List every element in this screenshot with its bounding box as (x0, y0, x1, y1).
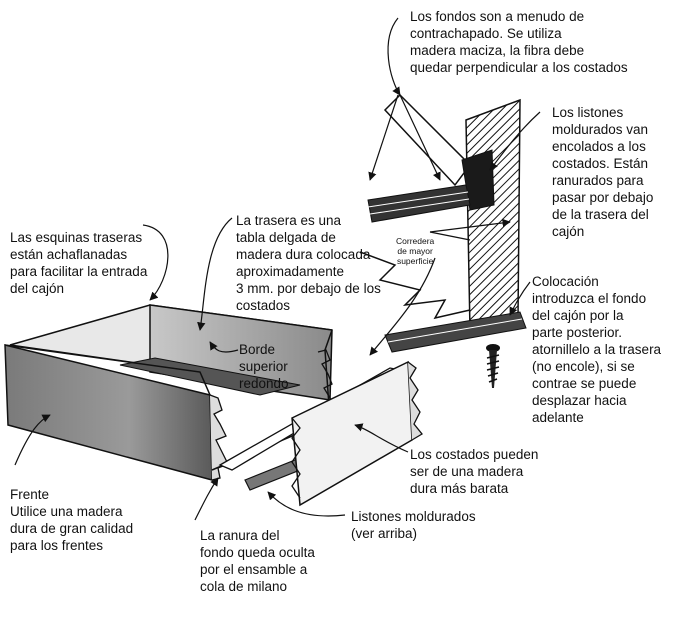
label-esquinas-traseras: Las esquinas traseras están achaflanadas… (10, 230, 148, 296)
label-ranura: La ranura del fondo queda oculta por el … (200, 528, 315, 594)
label-listones-ver-arriba: Listones moldurados (ver arriba) (351, 509, 476, 541)
label-listones-moldurados: Los listones moldurados van encolados a … (552, 105, 654, 239)
side-board-dovetails (407, 361, 423, 441)
drawer-assembly (4, 304, 423, 507)
label-colocacion: Colocación introduzca el fondo del cajón… (532, 274, 662, 425)
label-fondos: Los fondos son a menudo de contrachapado… (410, 9, 628, 75)
label-corredera: Corredera de mayor superficie (396, 236, 435, 266)
rear-dovetails (317, 349, 333, 406)
leader-lines (14, 17, 541, 521)
side-board-section (465, 98, 521, 331)
section-detail (359, 93, 527, 388)
screw-icon (486, 344, 500, 388)
runner-section (384, 311, 527, 353)
label-frente: Frente Utilice una madera dura de gran c… (10, 487, 134, 553)
label-trasera: La trasera es una tabla delgada de mader… (236, 213, 381, 313)
label-borde-superior: Borde superior redondo (239, 342, 289, 391)
back-board-section (383, 93, 471, 187)
plywood-bottom-section (367, 184, 471, 223)
label-costados: Los costados pueden ser de una madera du… (410, 447, 539, 496)
front-dovetails (209, 394, 229, 481)
